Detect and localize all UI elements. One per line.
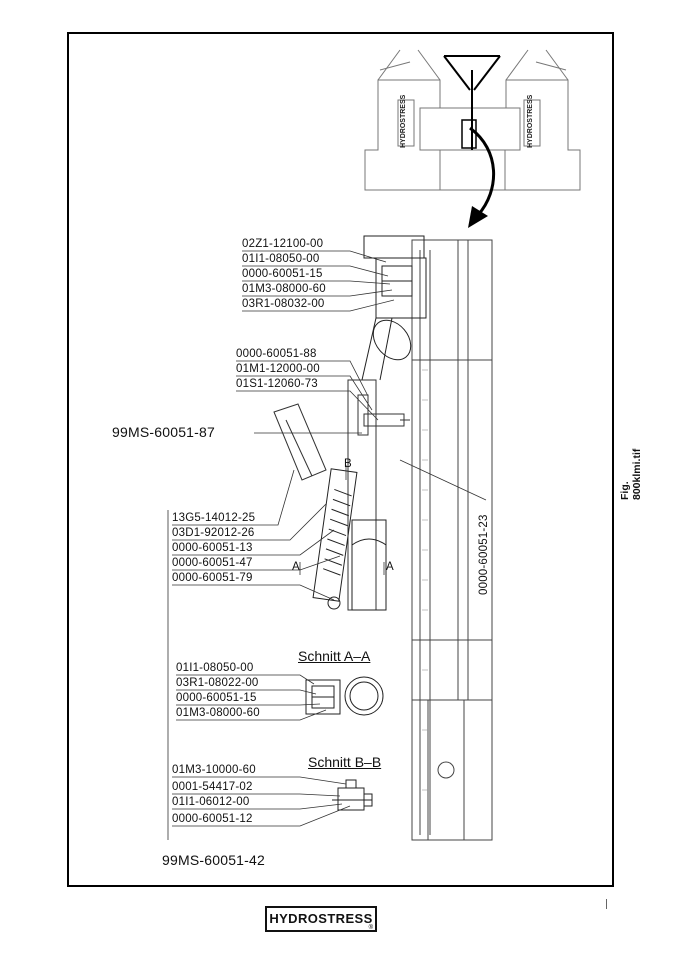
label-lower-3: 0000-60051-13 bbox=[172, 542, 253, 554]
page-mark bbox=[606, 899, 607, 909]
main-rail bbox=[411, 239, 493, 841]
rail-hatching bbox=[422, 369, 428, 791]
label-bottom-part: 99MS-60051-42 bbox=[162, 852, 265, 868]
section-bb-label-1: 01M3-10000-60 bbox=[172, 764, 256, 776]
section-aa-label-3: 0000-60051-15 bbox=[176, 692, 257, 704]
drawing-frame bbox=[67, 32, 614, 887]
label-top-5: 03R1-08032-00 bbox=[242, 298, 325, 310]
section-aa-title: Schnitt A–A bbox=[298, 648, 371, 664]
label-lower-1: 13G5-14012-25 bbox=[172, 512, 256, 524]
label-top-1: 02Z1-12100-00 bbox=[242, 238, 324, 250]
overview-arrow-head bbox=[468, 206, 488, 228]
logo-text: HYDROSTRESS bbox=[269, 911, 373, 926]
overview-brand-right: HYDROSTRESS bbox=[527, 94, 534, 148]
section-aa-label-2: 03R1-08022-00 bbox=[176, 677, 259, 689]
label-top-3: 0000-60051-15 bbox=[242, 268, 323, 280]
label-main-part: 99MS-60051-87 bbox=[112, 424, 215, 440]
label-rail: 0000-60051-23 bbox=[478, 514, 490, 595]
section-aa-label-4: 01M3-08000-60 bbox=[176, 707, 260, 719]
section-aa-drawing bbox=[305, 676, 384, 716]
label-lower-5: 0000-60051-79 bbox=[172, 572, 253, 584]
section-bb-label-2: 0001-54417-02 bbox=[172, 781, 253, 793]
overview-brand-left: HYDROSTRESS bbox=[400, 94, 407, 148]
label-lower-2: 03D1-92012-26 bbox=[172, 527, 255, 539]
spring-assembly bbox=[312, 468, 387, 611]
column bbox=[347, 379, 410, 611]
label-middle-2: 01M1-12000-00 bbox=[236, 363, 320, 375]
section-bb-label-4: 0000-60051-12 bbox=[172, 813, 253, 825]
section-bb-label-3: 01I1-06012-00 bbox=[172, 796, 250, 808]
overview-center-assembly bbox=[443, 55, 501, 150]
marker-a-right: A bbox=[386, 561, 394, 573]
registered-mark: ® bbox=[368, 925, 373, 931]
label-middle-3: 01S1-12060-73 bbox=[236, 378, 318, 390]
section-bb-drawing bbox=[332, 779, 373, 811]
marker-b: B bbox=[344, 458, 352, 470]
overview-arrow bbox=[469, 126, 496, 216]
label-top-4: 01M3-08000-60 bbox=[242, 283, 326, 295]
section-bb-title: Schnitt B–B bbox=[308, 754, 382, 770]
marker-a-left: A bbox=[292, 561, 300, 573]
label-top-2: 01I1-08050-00 bbox=[242, 253, 320, 265]
leader-lines bbox=[167, 250, 487, 840]
section-aa-label-1: 01I1-08050-00 bbox=[176, 662, 254, 674]
hydrostress-logo: HYDROSTRESS ® bbox=[265, 906, 377, 932]
piston-tube bbox=[273, 403, 327, 481]
label-lower-4: 0000-60051-47 bbox=[172, 557, 253, 569]
head-assembly bbox=[361, 235, 427, 381]
figure-file-label: Fig. 800klmi.tif bbox=[619, 448, 643, 500]
label-middle-1: 0000-60051-88 bbox=[236, 348, 317, 360]
